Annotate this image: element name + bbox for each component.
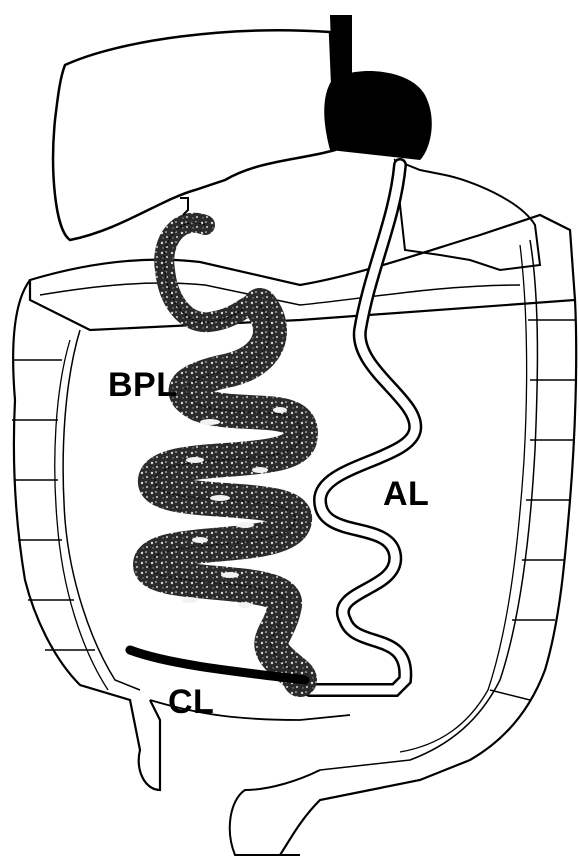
liver-outline bbox=[53, 30, 335, 240]
alimentary-limb bbox=[310, 165, 415, 690]
descending-colon-haustra bbox=[490, 320, 576, 700]
descending-colon-outline bbox=[280, 300, 576, 855]
ascending-colon-inner-2 bbox=[55, 340, 108, 690]
biliopancreatic-limb-coils bbox=[150, 305, 301, 680]
transverse-colon-inner bbox=[40, 283, 520, 305]
gastric-pouch bbox=[324, 71, 432, 160]
al-label: AL bbox=[383, 477, 429, 511]
bpl-label: BPL bbox=[108, 368, 178, 402]
transverse-colon-outline bbox=[30, 215, 575, 330]
remnant-stomach-outline bbox=[395, 160, 540, 270]
bile-duct bbox=[180, 198, 188, 215]
alimentary-limb-inner bbox=[310, 165, 415, 690]
esophagus bbox=[330, 15, 352, 80]
ascending-colon-outline bbox=[13, 280, 160, 790]
sigmoid-colon-outline bbox=[230, 770, 320, 855]
cl-label: CL bbox=[168, 685, 214, 719]
